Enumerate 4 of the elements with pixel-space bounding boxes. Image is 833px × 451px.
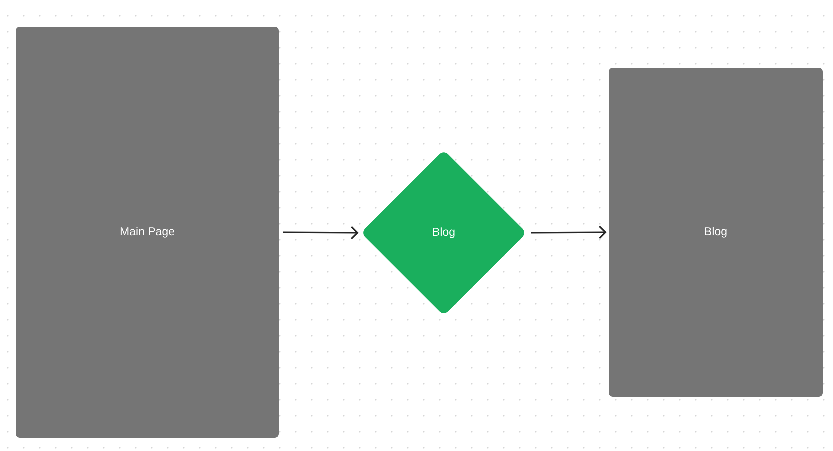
page-box: Main Page [16, 27, 279, 438]
arrow [283, 226, 359, 240]
page-box: Blog [609, 68, 823, 397]
arrow [531, 226, 607, 240]
